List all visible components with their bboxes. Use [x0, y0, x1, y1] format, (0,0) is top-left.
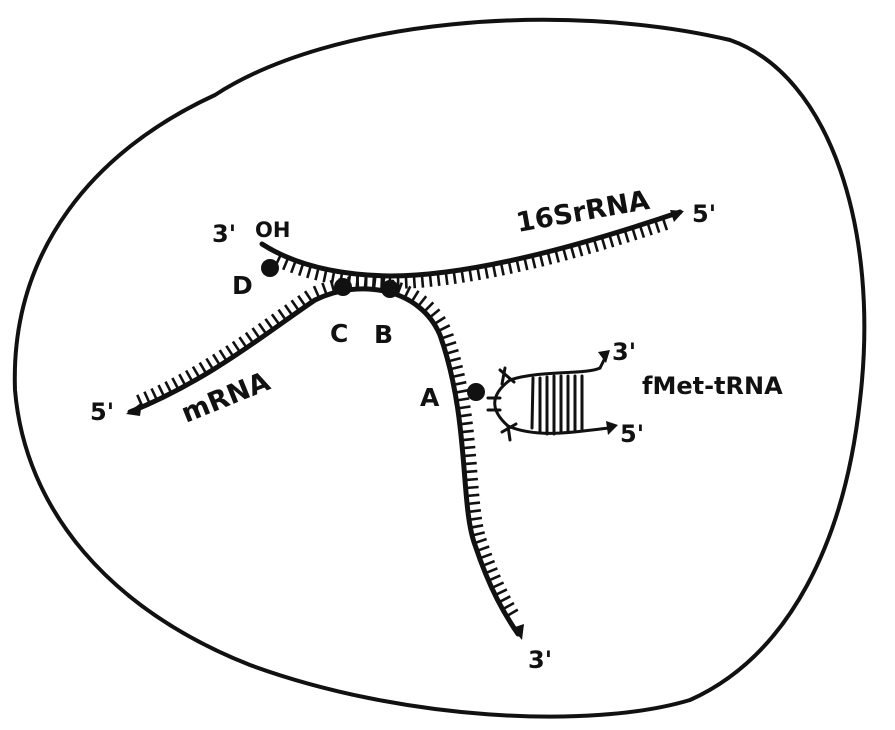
- trna-3prime-label: 3': [612, 338, 636, 366]
- site-d-dot: [261, 259, 279, 277]
- rrna-oh-label: OH: [255, 218, 290, 242]
- trna-3prime-arrowhead: [598, 350, 610, 363]
- site-b-label: B: [374, 320, 393, 349]
- trna-5prime-label: 5': [620, 420, 644, 448]
- rrna-3prime-label: 3': [212, 220, 236, 248]
- mrna-3prime-arrowhead: [512, 624, 524, 640]
- mrna-ticks: [136, 275, 519, 618]
- mrna-3prime-label: 3': [528, 646, 552, 674]
- mrna-5prime-arrowhead: [126, 402, 142, 416]
- rrna-5prime-label: 5': [692, 200, 716, 228]
- site-b-dot: [381, 280, 399, 298]
- mrna-name-label: mRNA: [177, 366, 274, 429]
- 16s-rrna-arrowhead: [670, 210, 684, 222]
- fmet-trna-structure: [486, 350, 618, 442]
- mrna-ticks-marks: [136, 275, 519, 618]
- site-c-label: C: [330, 319, 348, 348]
- 16s-rrna-strand: [259, 209, 683, 279]
- site-c-dot: [334, 278, 352, 296]
- site-a-dot: [467, 383, 485, 401]
- 16s-rrna-ticks: [274, 217, 669, 290]
- site-d-label: D: [232, 271, 253, 300]
- rrna-name-label: 16SrRNA: [514, 185, 652, 239]
- mrna-5prime-label: 5': [90, 398, 114, 426]
- mrna-strand: [127, 286, 521, 637]
- ribosome-outline: [12, 17, 867, 719]
- trna-5prime-arrowhead: [606, 421, 618, 435]
- rrna-ticks-marks: [274, 217, 669, 290]
- site-a-label: A: [420, 383, 440, 412]
- trna-name-label: fMet-tRNA: [642, 372, 783, 400]
